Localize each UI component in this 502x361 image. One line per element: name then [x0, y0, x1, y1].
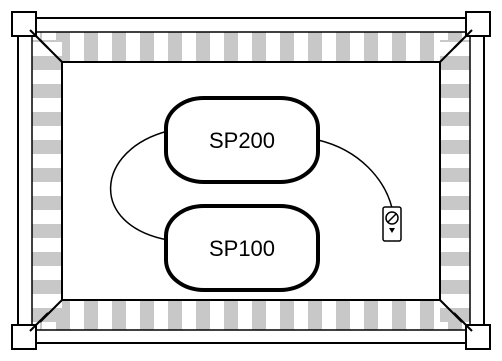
- node-sp100-shape[interactable]: [164, 204, 320, 292]
- frame-bottom-band: [40, 300, 462, 330]
- connector-sp200-sp100: [109, 130, 169, 241]
- frame-top-band: [40, 32, 462, 62]
- node-sp200[interactable]: SP200: [164, 96, 320, 184]
- dial-controller-icon[interactable]: [382, 206, 402, 242]
- node-sp200-shape[interactable]: [164, 96, 320, 184]
- corner-post-bottom-right: [453, 312, 491, 350]
- node-sp200-label: SP200: [209, 128, 275, 153]
- node-sp100-label: SP100: [209, 236, 275, 261]
- corner-post-top-left: [11, 11, 49, 49]
- node-sp100[interactable]: SP100: [164, 204, 320, 292]
- frame-left-band: [32, 40, 62, 322]
- corner-post-bottom-left: [11, 312, 49, 350]
- corner-post-top-right: [453, 11, 491, 49]
- connector-sp200-controller: [317, 139, 393, 209]
- frame-right-band: [440, 40, 470, 322]
